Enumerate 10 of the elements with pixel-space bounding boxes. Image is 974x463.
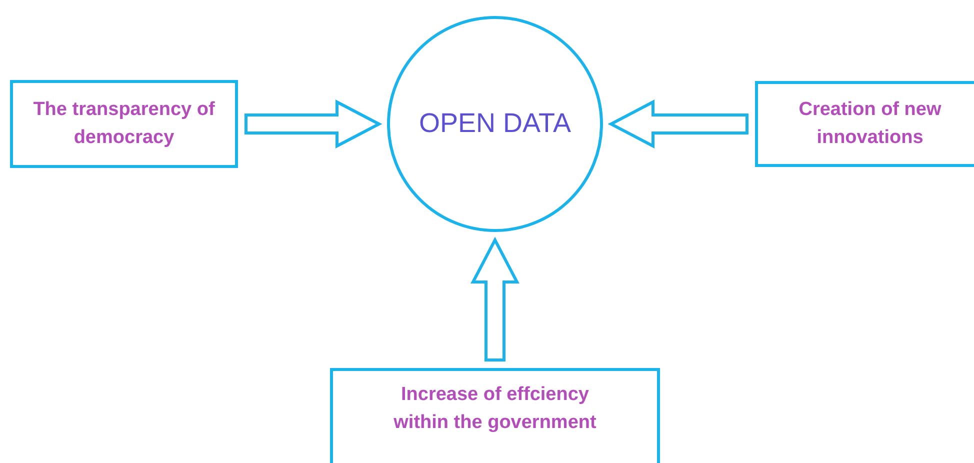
node-label: Increase of effciency within the government — [392, 383, 598, 435]
block-arrow — [470, 236, 520, 362]
block-arrow — [608, 100, 748, 148]
node-label: The transparency of democracy — [32, 98, 216, 150]
node-label: Creation of new innovations — [798, 98, 942, 150]
text-box — [755, 81, 974, 167]
text-box — [10, 80, 238, 168]
text-box — [330, 368, 660, 463]
block-arrow — [244, 100, 382, 148]
node-label: OPEN DATA — [418, 107, 572, 140]
